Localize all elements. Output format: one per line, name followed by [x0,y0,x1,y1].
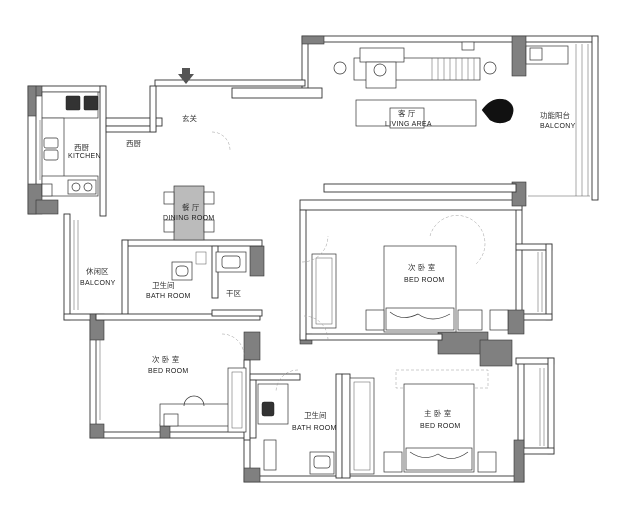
bedroom-2-furniture [311,215,509,333]
bath-1-fixtures [171,251,247,281]
kitchen-label-cn: 西厨 [74,143,89,152]
kitchen-label-en: KITCHEN [68,153,101,160]
master-furniture [349,369,497,475]
master-label-cn: 主 卧 室 [424,408,452,418]
outer-walls [27,35,599,483]
living-label-cn: 客 厅 [398,108,416,118]
function-balcony-label-en: BALCONY [540,123,576,130]
bath-2-label-cn: 卫生间 [304,410,327,420]
bedroom-3-furniture [159,367,247,433]
interior-walls [95,85,517,479]
bath-2-fixtures [257,383,335,475]
leisure-balcony-label-cn: 休闲区 [86,266,109,276]
bath-2-label-en: BATH ROOM [292,425,337,432]
bath-1-label-en: BATH ROOM [146,293,191,300]
living-label-en: LIVING AREA [385,121,432,128]
dining-label-cn: 餐 厅 [182,203,200,212]
dining-label-en: DINING ROOM [163,215,215,222]
foyer-label: 玄关 [182,113,197,123]
bedroom-3-label-en: BED ROOM [148,368,189,375]
bath-1-label-cn: 卫生间 [152,280,175,290]
bedroom-2-label-cn: 次 卧 室 [408,262,436,272]
entry-arrow-icon [178,68,194,84]
door-swings [211,131,329,393]
master-label-en: BED ROOM [420,423,461,430]
room-labels: 客 厅 LIVING AREA 功能阳台 BALCONY 玄关 西厨 KITCH… [68,108,576,432]
bedroom-2-label-en: BED ROOM [404,277,445,284]
function-balcony-label-cn: 功能阳台 [540,110,570,120]
dining-table [163,185,215,241]
leisure-balcony-label-en: BALCONY [80,280,116,287]
columns [27,35,527,483]
living-furniture [333,41,569,129]
windows [35,44,590,446]
bedroom-3-label-cn: 次 卧 室 [152,354,180,364]
dry-area-label: 干区 [226,289,241,298]
western-kitchen-label: 西厨 [126,139,141,148]
kitchen-fixtures [41,91,99,197]
